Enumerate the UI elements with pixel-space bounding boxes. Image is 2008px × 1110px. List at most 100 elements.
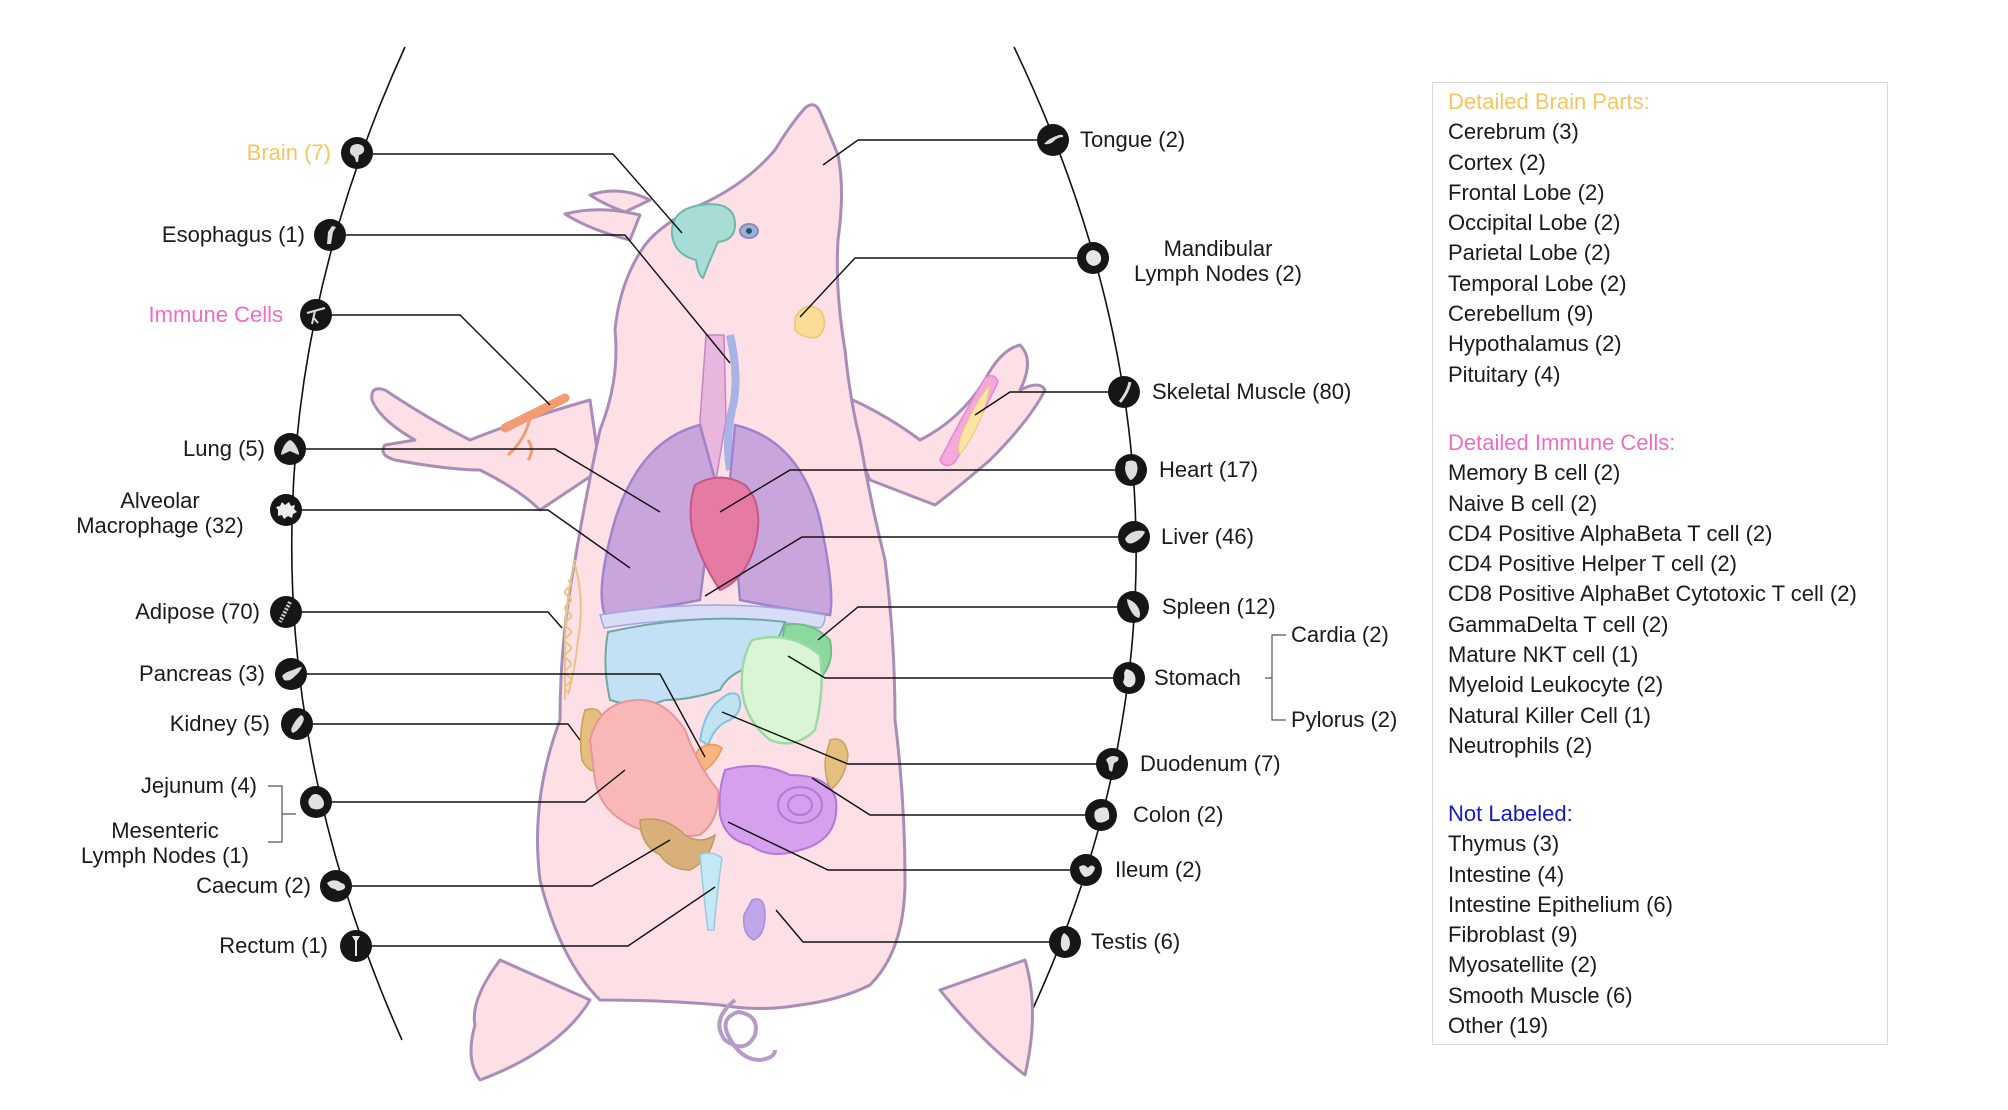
testis-organ [742, 898, 766, 941]
legend-not-labeled-section: Not Labeled: Thymus (3) Intestine (4) In… [1448, 799, 1673, 1041]
legend-item: Parietal Lobe (2) [1448, 240, 1611, 266]
label-liver: Liver (46) [1161, 524, 1254, 549]
ileum-icon[interactable] [1070, 854, 1102, 886]
legend-item: CD4 Positive Helper T cell (2) [1448, 551, 1737, 577]
spleen-icon[interactable] [1117, 591, 1149, 623]
label-mandibular-lymph-nodes: Mandibular Lymph Nodes (2) [1118, 236, 1318, 286]
label-testis: Testis (6) [1091, 929, 1181, 954]
legend-item: Myosatellite (2) [1448, 952, 1598, 978]
label-esophagus: Esophagus (1) [161, 222, 305, 247]
legend-item: GammaDelta T cell (2) [1448, 611, 1669, 637]
label-duodenum: Duodenum (7) [1140, 751, 1281, 776]
duodenum-organ [698, 692, 742, 747]
label-jejunum: Jejunum (4) [140, 773, 257, 798]
legend-brain-section: Detailed Brain Parts: Cerebrum (3) Corte… [1448, 87, 1650, 390]
lymph-node-icon[interactable] [1077, 242, 1109, 274]
legend-item: Natural Killer Cell (1) [1448, 702, 1651, 728]
legend-brain-title: Detailed Brain Parts: [1448, 89, 1650, 114]
legend-item: Cerebrum (3) [1448, 119, 1579, 145]
label-alveolar-line1: Alveolar [120, 488, 200, 513]
legend-item: Pituitary (4) [1448, 361, 1561, 387]
jejunum-organ [588, 698, 720, 838]
label-immune-cells: Immune Cells [148, 302, 283, 327]
legend-item: Frontal Lobe (2) [1448, 179, 1605, 205]
immune-vessel [500, 393, 570, 461]
legend-item: Myeloid Leukocyte (2) [1448, 672, 1664, 698]
heart-icon[interactable] [1115, 454, 1147, 486]
skeletal-muscle-organ [939, 375, 999, 467]
jejunum-icon[interactable] [300, 786, 332, 818]
label-mandibular-line2: Lymph Nodes (2) [1134, 261, 1302, 286]
label-tongue: Tongue (2) [1080, 127, 1186, 152]
label-heart: Heart (17) [1159, 457, 1259, 482]
label-mandibular-line1: Mandibular [1163, 236, 1273, 261]
legend-item: Cortex (2) [1448, 149, 1546, 175]
label-mesenteric-line1: Mesenteric [111, 818, 219, 843]
label-lung: Lung (5) [183, 436, 265, 461]
testis-icon[interactable] [1049, 926, 1081, 958]
label-rectum: Rectum (1) [219, 933, 328, 958]
label-caecum: Caecum (2) [196, 873, 311, 898]
label-mesenteric-line2: Lymph Nodes (1) [81, 843, 249, 868]
legend-item: Other (19) [1448, 1013, 1549, 1039]
legend-item: Occipital Lobe (2) [1448, 210, 1621, 236]
label-ileum: Ileum (2) [1115, 857, 1202, 882]
liver-organ [604, 617, 787, 706]
legend-item: Temporal Lobe (2) [1448, 270, 1627, 296]
legend-immune-title: Detailed Immune Cells: [1448, 430, 1676, 455]
mandibular-lymph-node-organ [794, 305, 826, 339]
legend-item: Fibroblast (9) [1448, 922, 1578, 948]
label-stomach: Stomach [1154, 665, 1241, 690]
label-colon: Colon (2) [1133, 802, 1224, 827]
immune-cells-icon[interactable] [300, 299, 332, 331]
macrophage-icon[interactable] [270, 494, 302, 526]
label-brain: Brain (7) [246, 140, 331, 165]
label-spleen: Spleen (12) [1162, 594, 1276, 619]
label-alveolar-line2: Macrophage (32) [76, 513, 244, 538]
adipose-icon[interactable] [270, 596, 302, 628]
label-cardia: Cardia (2) [1291, 622, 1389, 647]
label-mesenteric-lymph-nodes: Mesenteric Lymph Nodes (1) [65, 818, 265, 868]
legend-item: Neutrophils (2) [1448, 732, 1593, 758]
brain-organ [670, 203, 737, 280]
label-kidney: Kidney (5) [169, 711, 270, 736]
rectum-organ [699, 852, 723, 931]
label-pancreas: Pancreas (3) [139, 661, 265, 686]
legend-not-labeled-title: Not Labeled: [1448, 801, 1573, 826]
bracket-jejunum-mesenteric [268, 785, 296, 843]
tongue-icon[interactable] [1037, 124, 1069, 156]
legend-item: Smooth Muscle (6) [1448, 982, 1633, 1008]
rectum-icon[interactable] [340, 930, 372, 962]
legend-item: Memory B cell (2) [1448, 460, 1621, 486]
muscle-icon[interactable] [1108, 376, 1140, 408]
eye [739, 223, 759, 239]
legend-item: Intestine Epithelium (6) [1448, 891, 1673, 917]
colon-organ [718, 765, 838, 855]
label-alveolar-macrophage: Alveolar Macrophage (32) [65, 488, 255, 538]
legend-item: Cerebellum (9) [1448, 301, 1594, 327]
pig-tail [717, 998, 777, 1063]
liver-icon[interactable] [1118, 521, 1150, 553]
label-adipose: Adipose (70) [135, 599, 260, 624]
colon-icon[interactable] [1085, 799, 1117, 831]
esophagus-icon[interactable] [314, 219, 346, 251]
duodenum-icon[interactable] [1096, 748, 1128, 780]
legend-box: Detailed Brain Parts: Cerebrum (3) Corte… [1432, 82, 1888, 1045]
legend-immune-section: Detailed Immune Cells: Memory B cell (2)… [1448, 428, 1857, 761]
caecum-icon[interactable] [320, 870, 352, 902]
legend-item: Mature NKT cell (1) [1448, 642, 1639, 668]
leader-lines [302, 139, 1118, 947]
legend-item: CD4 Positive AlphaBeta T cell (2) [1448, 520, 1773, 546]
kidney-icon[interactable] [281, 708, 313, 740]
legend-item: Intestine (4) [1448, 861, 1565, 887]
legend-item: Thymus (3) [1448, 831, 1560, 857]
legend-item: Naive B cell (2) [1448, 490, 1598, 516]
brain-icon[interactable] [341, 137, 373, 169]
lung-icon[interactable] [274, 433, 306, 465]
pancreas-icon[interactable] [275, 658, 307, 690]
legend-item: Hypothalamus (2) [1448, 331, 1622, 357]
stomach-icon[interactable] [1113, 662, 1145, 694]
bracket-stomach [1265, 634, 1286, 721]
label-skeletal-muscle: Skeletal Muscle (80) [1152, 379, 1352, 404]
